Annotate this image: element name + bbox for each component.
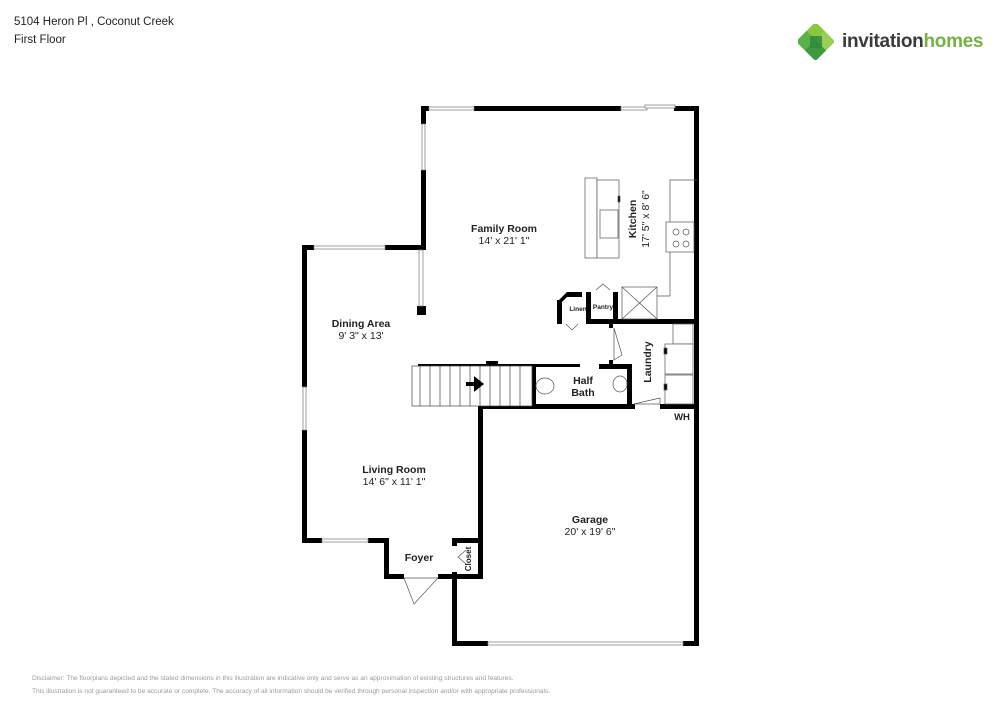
- closet-label: Closet: [464, 546, 473, 571]
- foyer-label: Foyer: [405, 552, 434, 564]
- invitation-homes-logo: invitationhomes: [798, 24, 984, 60]
- windows: [302, 104, 684, 646]
- kitchen-dims: 17' 5" x 8' 6": [640, 190, 652, 248]
- stove-icon: [665, 221, 695, 253]
- pantry-label: Pantry: [593, 304, 614, 311]
- dryer-icon: [664, 374, 694, 405]
- room-labels: Family Room 14' x 21' 1" Kitchen 17' 5" …: [332, 190, 690, 571]
- exterior-walls: [302, 106, 699, 646]
- disclaimer-line-2: This illustration is not guaranteed to b…: [32, 688, 551, 695]
- living-room-dims: 14' 6" x 11' 1": [363, 476, 426, 488]
- linen-label: Linen: [569, 306, 586, 313]
- living-room-label: Living Room: [362, 464, 426, 476]
- toilet-icon: [535, 377, 555, 395]
- water-heater-label: WH: [674, 412, 690, 423]
- laundry-label: Laundry: [642, 341, 654, 383]
- washer-icon: [664, 343, 694, 375]
- dining-area-label: Dining Area: [332, 318, 391, 330]
- kitchen-label: Kitchen: [627, 200, 639, 239]
- bath-sink-icon: [612, 375, 628, 393]
- floor-label: First Floor: [14, 34, 66, 46]
- half-bath-label-1: Half: [573, 375, 593, 387]
- half-bath-label-2: Bath: [571, 387, 594, 399]
- logo-wordmark: invitationhomes: [842, 31, 984, 52]
- laundry-sink-icon: [672, 323, 694, 345]
- invitation-homes-logo-icon: [798, 24, 834, 60]
- garage-dims: 20' x 19' 6": [565, 526, 616, 538]
- family-room-dims: 14' x 21' 1": [479, 235, 530, 247]
- kitchen-sink-icon: [599, 209, 619, 239]
- kitchen-fixtures: [584, 177, 697, 320]
- disclaimer-line-1: Disclaimer: The floorplans depicted and …: [32, 675, 514, 682]
- property-address: 5104 Heron Pl , Coconut Creek: [14, 16, 174, 28]
- front-door-swing: [403, 577, 439, 605]
- garage-label: Garage: [572, 514, 608, 526]
- dining-area-dims: 9' 3" x 13': [338, 330, 383, 342]
- family-room-label: Family Room: [471, 223, 537, 235]
- stair-direction-arrow-icon: [466, 376, 484, 392]
- laundry-fixtures: [403, 283, 694, 605]
